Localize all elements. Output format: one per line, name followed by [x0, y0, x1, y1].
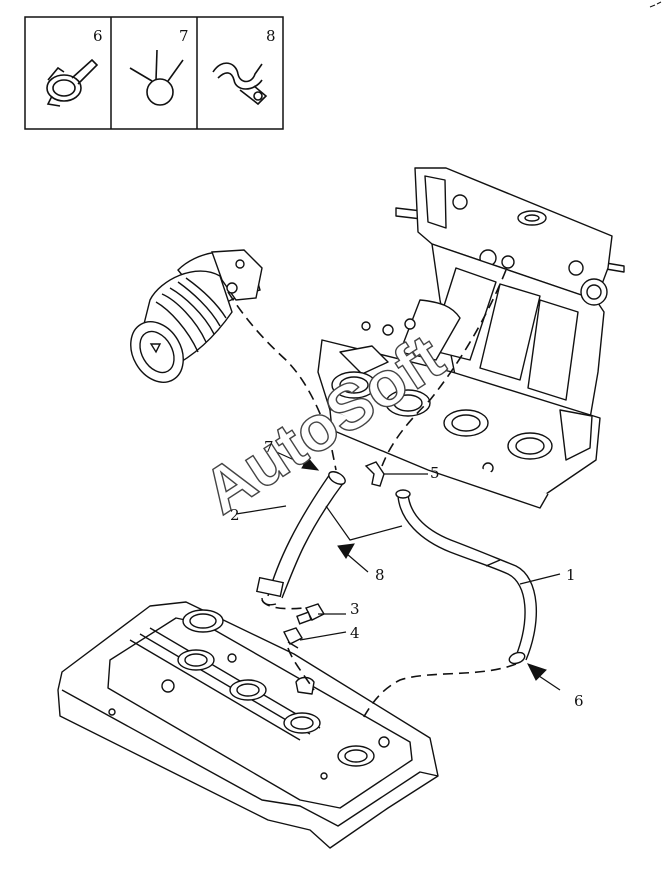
callout-3: 3 — [350, 600, 360, 618]
wire-clip-icon — [212, 62, 268, 106]
callout-8: 8 — [375, 566, 385, 584]
legend-number-8: 8 — [266, 27, 276, 45]
spring-clip-icon — [129, 49, 184, 106]
clip-legend-box: 6 7 8 — [24, 16, 284, 130]
breather-hose — [255, 471, 346, 606]
callout-4: 4 — [350, 624, 360, 642]
legend-number-6: 6 — [93, 27, 103, 45]
arrow-head-6 — [527, 663, 547, 681]
arrow-head-7 — [301, 457, 320, 471]
corner-mark — [649, 1, 662, 8]
callout-6: 6 — [574, 692, 584, 710]
grommet — [283, 627, 303, 649]
arrow-heads — [301, 457, 547, 681]
intake-manifold — [317, 167, 625, 509]
pcv-hose — [395, 489, 537, 665]
valve-cover — [57, 601, 439, 849]
callout-1: 1 — [566, 566, 576, 584]
callout-5: 5 — [430, 464, 440, 482]
callout-2: 2 — [230, 506, 240, 524]
connection-lines — [227, 269, 517, 721]
legend-number-7: 7 — [179, 27, 189, 45]
hose-clamp-icon — [46, 58, 99, 107]
arrow-head-8 — [337, 543, 355, 559]
air-intake-hose — [130, 249, 263, 383]
elbow-fitting — [364, 461, 385, 487]
callout-7: 7 — [264, 438, 274, 456]
